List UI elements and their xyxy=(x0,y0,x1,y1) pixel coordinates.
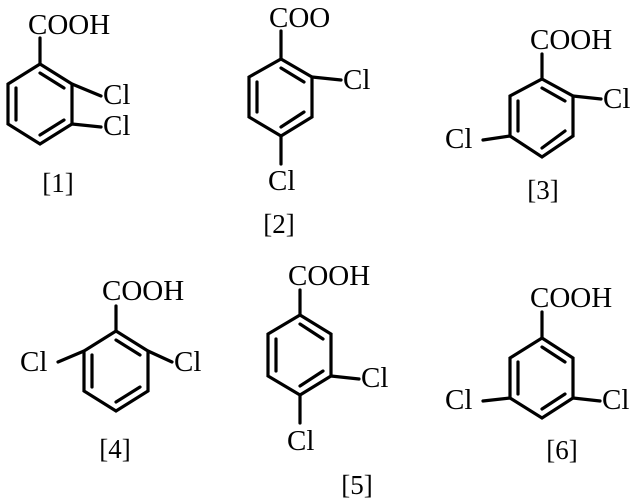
carboxyl-label-4: COOH xyxy=(102,275,184,307)
cl-label-1b: Cl xyxy=(103,110,130,142)
benzene-ring-4 xyxy=(82,329,150,413)
structure-5: COOH Cl Cl [5] xyxy=(266,260,388,500)
cl-bond-6a xyxy=(481,396,512,403)
caption-6: [6] xyxy=(546,435,577,465)
caption-2: [2] xyxy=(263,209,294,239)
structure-2: COO Cl Cl [2] xyxy=(247,2,370,239)
carboxyl-label-3: COOH xyxy=(530,24,612,56)
cl-bond-1a xyxy=(70,82,103,98)
cl-bond-4b xyxy=(146,349,174,364)
cl-label-5a: Cl xyxy=(361,362,388,394)
structure-4: COOH Cl Cl [4] xyxy=(20,275,201,464)
cl-bond-6b xyxy=(571,396,602,403)
cl-label-6a: Cl xyxy=(445,384,472,416)
structure-3: COOH Cl Cl [3] xyxy=(445,24,630,205)
benzene-ring-3 xyxy=(508,77,575,159)
cl-bond-3a xyxy=(571,94,603,101)
cl-label-5b: Cl xyxy=(287,425,314,457)
carboxylate-label-2: COO xyxy=(269,2,330,34)
structure-1: COOH Cl Cl [1] xyxy=(6,9,130,198)
caption-5: [5] xyxy=(341,470,372,500)
cl-label-1a: Cl xyxy=(103,79,130,111)
carboxyl-label-6: COOH xyxy=(530,282,612,314)
caption-1: [1] xyxy=(42,168,73,198)
benzene-ring-2 xyxy=(247,57,314,138)
cl-bond-2a xyxy=(310,75,343,82)
cl-label-6b: Cl xyxy=(602,384,629,416)
cl-label-2a: Cl xyxy=(343,64,370,96)
caption-4: [4] xyxy=(99,434,130,464)
benzene-ring-1 xyxy=(6,62,74,146)
structure-6: COOH Cl Cl [6] xyxy=(445,282,629,465)
benzene-ring-6 xyxy=(508,336,575,420)
cl-bond-5a xyxy=(329,374,361,381)
caption-3: [3] xyxy=(527,175,558,205)
benzene-ring-5 xyxy=(266,313,333,397)
cl-label-4b: Cl xyxy=(174,346,201,378)
cl-label-4a: Cl xyxy=(20,346,47,378)
cl-label-3b: Cl xyxy=(445,123,472,155)
cl-label-3a: Cl xyxy=(603,83,630,115)
carboxyl-label-1: COOH xyxy=(28,9,110,41)
carboxyl-label-5: COOH xyxy=(288,260,370,292)
cl-bond-1b xyxy=(70,122,103,129)
cl-bond-3b xyxy=(481,134,512,142)
cl-bond-4a xyxy=(56,349,86,364)
cl-label-2b: Cl xyxy=(268,165,295,197)
